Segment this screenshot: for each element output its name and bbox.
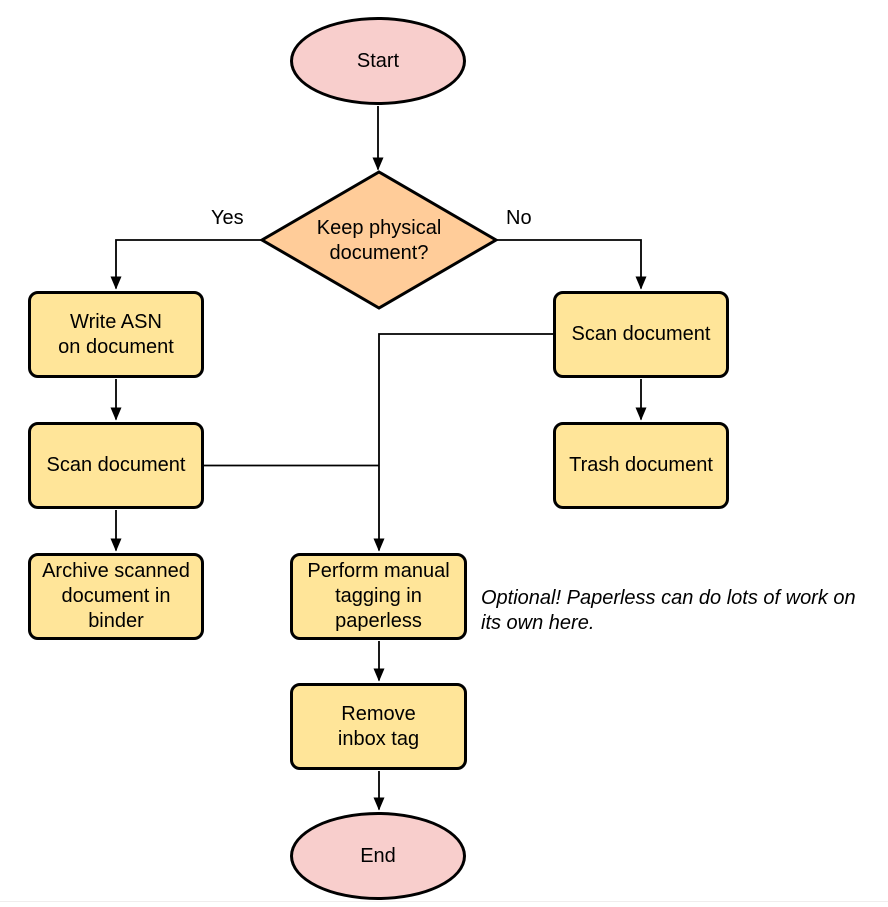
node-manual-tagging: Perform manual tagging in paperless	[290, 553, 467, 640]
node-scan-document-left: Scan document	[28, 422, 204, 509]
node-scan-document-right-label: Scan document	[571, 323, 711, 345]
node-archive-binder-label: Archive scanned document in binder	[42, 560, 190, 632]
node-start: Start	[290, 17, 466, 105]
node-end: End	[290, 812, 466, 900]
edge-decision-yes-to-write-asn	[110, 239, 262, 290]
edge-decision-no-to-scan-right	[496, 239, 647, 290]
node-remove-inbox-tag: Remove inbox tag	[290, 683, 467, 770]
node-manual-tagging-label: Perform manual tagging in paperless	[307, 560, 450, 632]
node-write-asn: Write ASN on document	[28, 291, 204, 378]
annotation-optional: Optional! Paperless can do lots of work …	[481, 587, 856, 634]
node-archive-binder: Archive scanned document in binder	[28, 553, 204, 640]
node-scan-document-left-label: Scan document	[46, 454, 186, 476]
edge-label-yes: Yes	[211, 207, 244, 229]
node-trash-document-label: Trash document	[569, 454, 713, 476]
decision-diamond-shape	[259, 170, 499, 310]
node-end-label: End	[360, 844, 396, 867]
page-bottom-rule	[0, 901, 888, 902]
node-trash-document: Trash document	[553, 422, 729, 509]
node-decision-label: Keep physical document?	[316, 217, 442, 264]
node-remove-inbox-tag-label: Remove inbox tag	[337, 702, 420, 750]
edge-scan-right-to-tagging	[373, 333, 553, 552]
edge-label-no: No	[506, 207, 532, 229]
node-write-asn-label: Write ASN on document	[58, 310, 174, 358]
node-start-label: Start	[356, 49, 400, 72]
node-scan-document-right: Scan document	[553, 291, 729, 378]
